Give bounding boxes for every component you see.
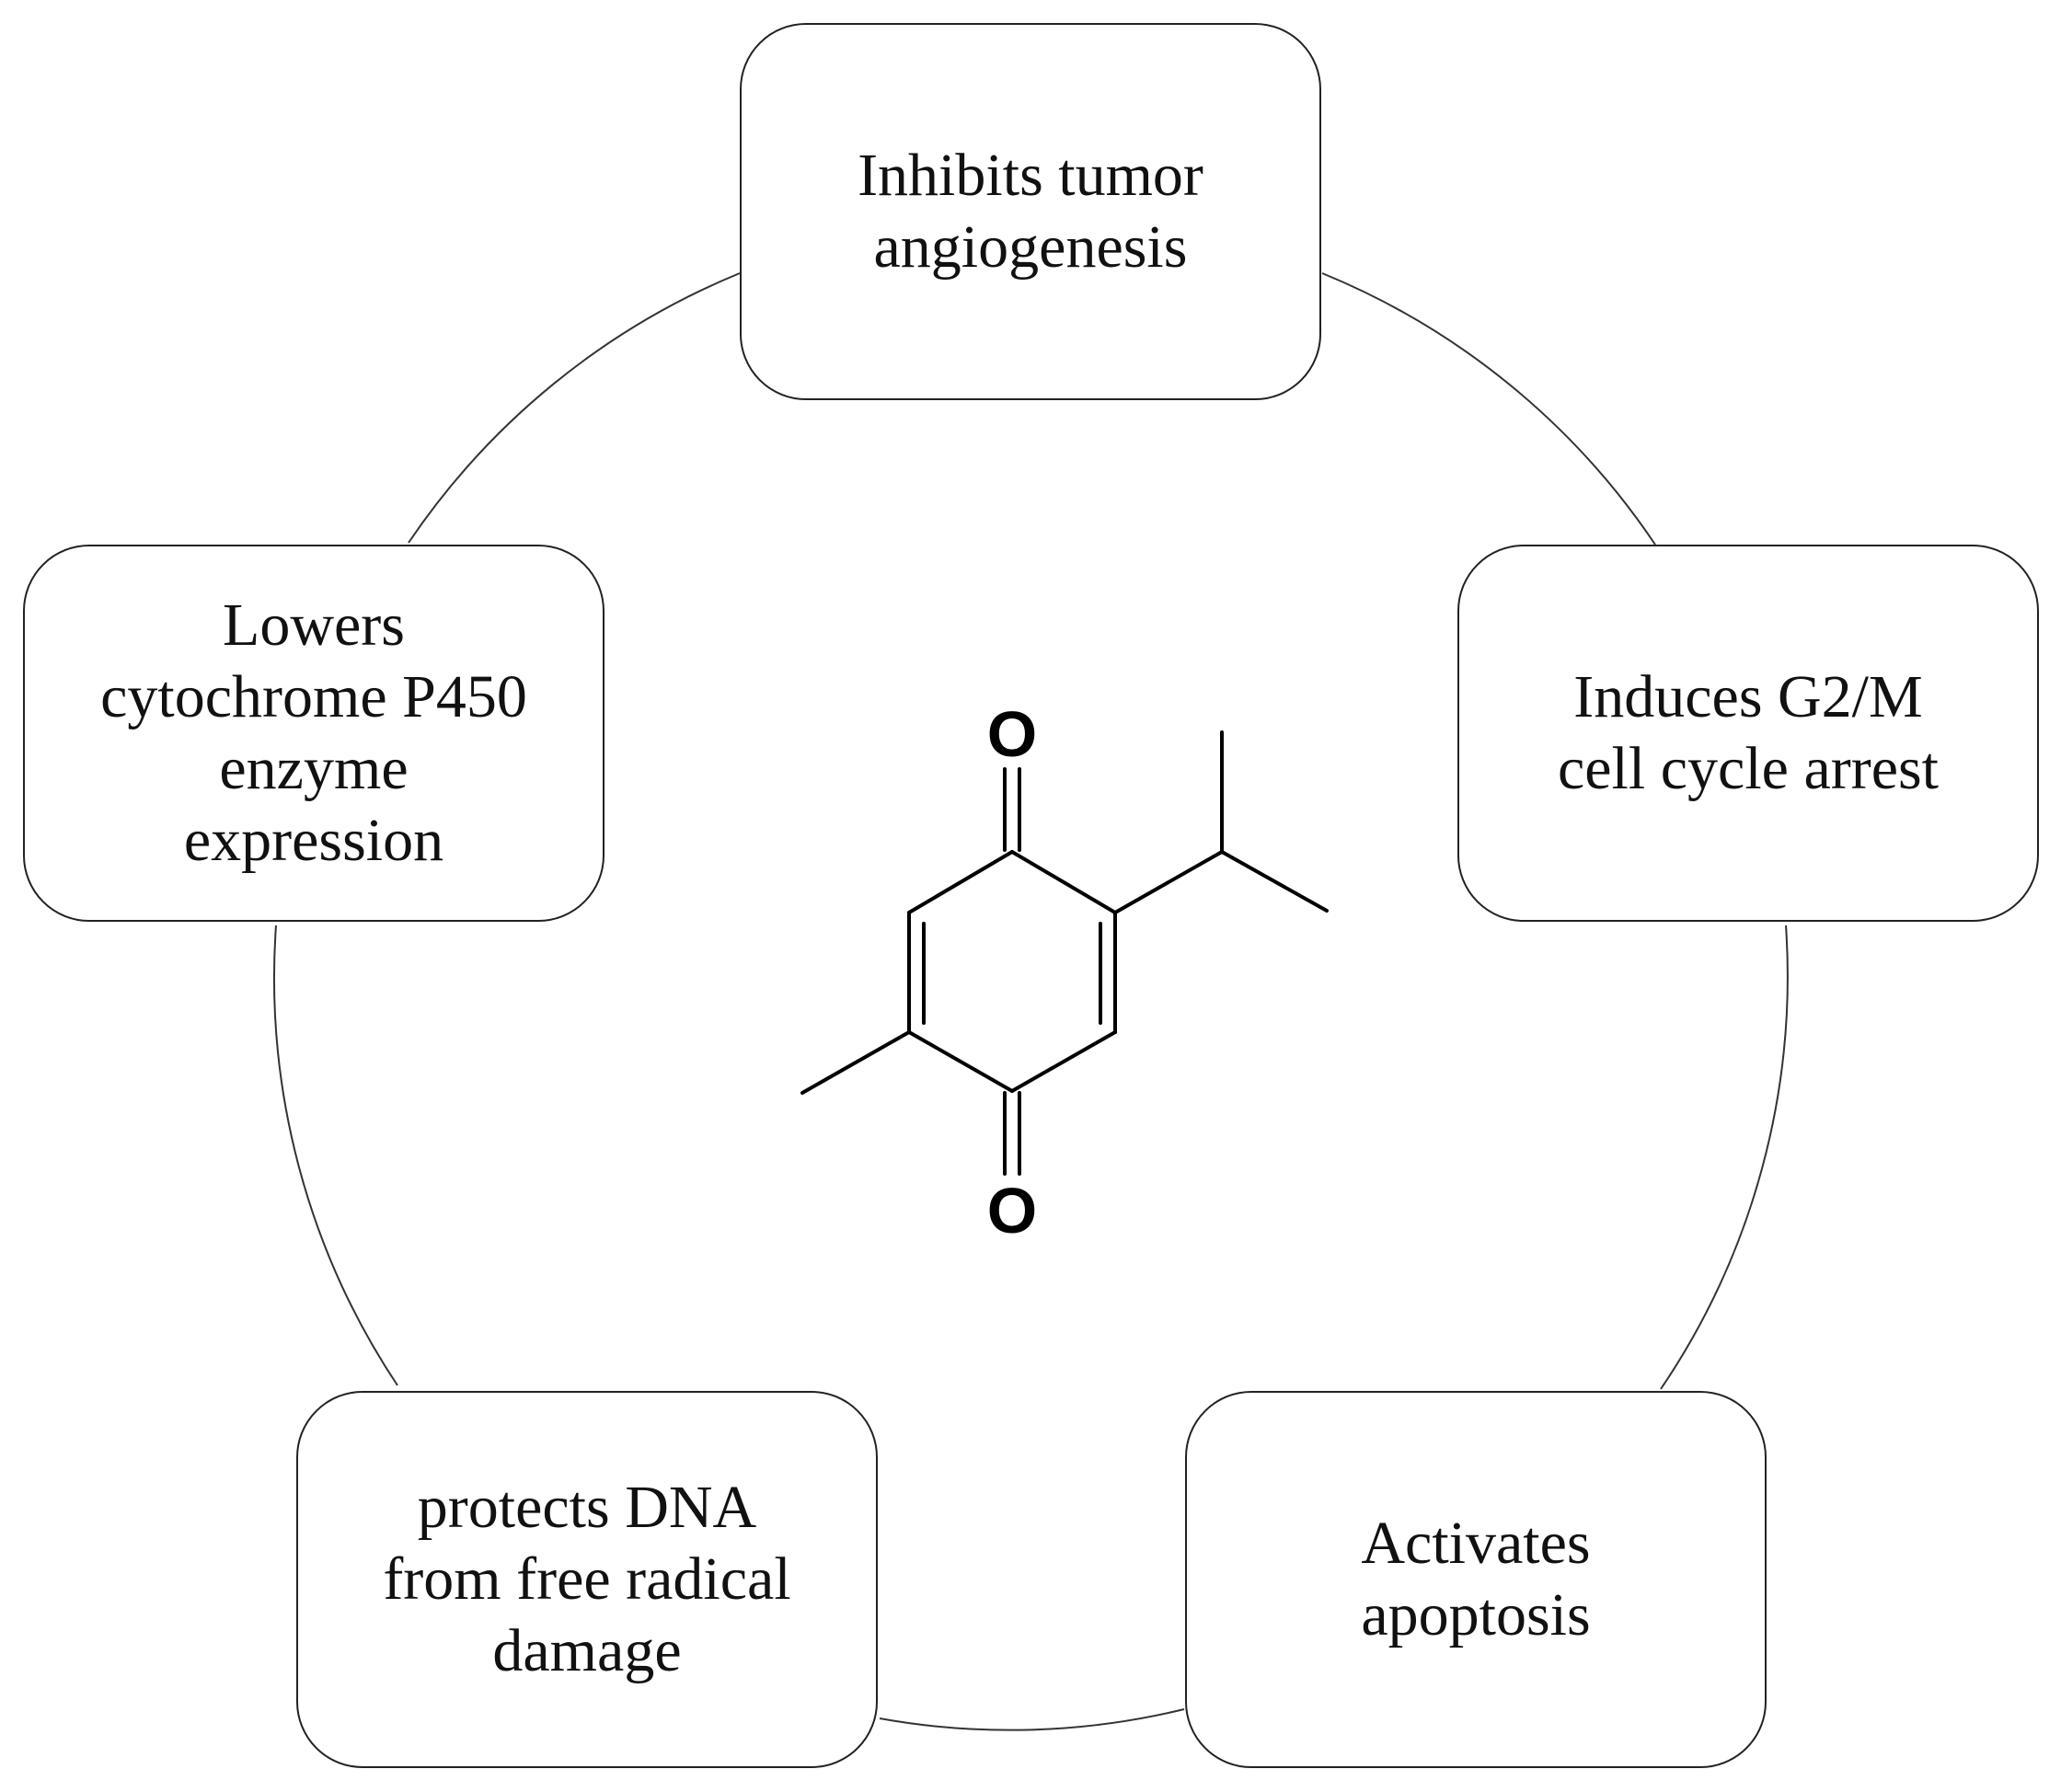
ring-bond-c1-c2: [1010, 850, 1117, 914]
methyl-bond: [800, 1030, 911, 1095]
oxygen-atom-top: O: [987, 698, 1037, 770]
effect-label-apoptosis: Activates apoptosis: [1361, 1510, 1591, 1648]
ring-bond-c3-c4: [1010, 1030, 1117, 1093]
cycle-arc-bottomright-bottomleft: [879, 1708, 1185, 1731]
molecule-structure: [800, 730, 1329, 1176]
effect-box-cell-cycle-arrest: Induces G2/M cell cycle arrest: [1457, 545, 2039, 922]
effect-label-cytochrome-p450: Lowers cytochrome P450 enzyme expression: [100, 592, 527, 874]
isopropyl-methyl-right: [1220, 850, 1329, 913]
oxygen-atom-bottom: O: [987, 1175, 1037, 1246]
effect-box-dna-protection: protects DNA from free radical damage: [296, 1391, 878, 1768]
effect-label-cell-cycle-arrest: Induces G2/M cell cycle arrest: [1557, 663, 1940, 802]
ring-bond-c4-c5: [907, 1030, 1014, 1093]
cycle-arc-left-top: [408, 272, 741, 544]
effect-box-cytochrome-p450: Lowers cytochrome P450 enzyme expression: [23, 545, 604, 922]
effect-box-apoptosis: Activates apoptosis: [1185, 1391, 1767, 1768]
effect-box-angiogenesis: Inhibits tumor angiogenesis: [740, 23, 1321, 400]
cycle-arc-top-right: [1321, 272, 1656, 546]
effect-label-angiogenesis: Inhibits tumor angiogenesis: [858, 142, 1203, 281]
ring-bond-c6-c1: [907, 850, 1014, 914]
isopropyl-bond: [1113, 850, 1224, 914]
cycle-arc-right-bottomright: [1660, 925, 1789, 1390]
effect-label-dna-protection: protects DNA from free radical damage: [383, 1474, 791, 1684]
cycle-ring: [273, 272, 1789, 1731]
cycle-arc-bottomleft-left: [273, 925, 398, 1386]
